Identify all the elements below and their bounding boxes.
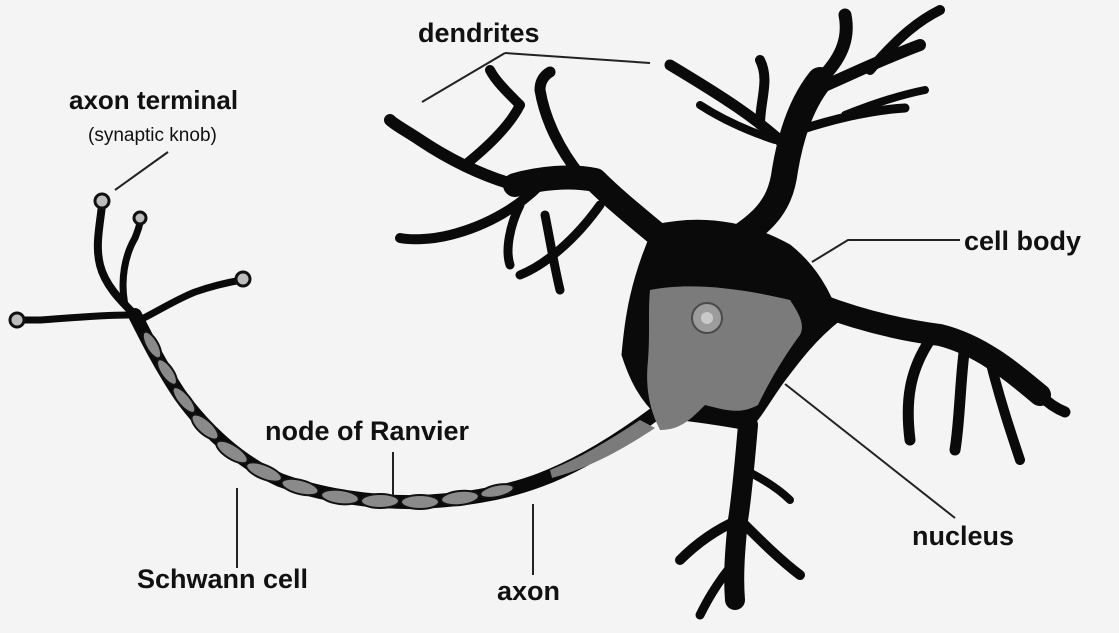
dendrite-branch	[490, 70, 520, 105]
dendrite-trunk-bottom	[734, 425, 748, 600]
dendrite-branch	[540, 72, 580, 175]
cytoplasm-axon-hillock	[550, 420, 655, 478]
cytoplasm	[647, 286, 802, 430]
dendrite-branch	[955, 345, 965, 450]
leader-line-dendrites	[505, 53, 650, 63]
dendrite-branch	[520, 205, 600, 275]
label-node-of-ranvier: node of Ranvier	[265, 416, 470, 446]
axon-shape	[135, 315, 660, 502]
label-schwann-cell: Schwann cell	[137, 564, 308, 594]
synaptic-knob	[95, 194, 109, 208]
label-nucleus: nucleus	[912, 521, 1014, 551]
leader-line-axon-terminal	[115, 152, 168, 190]
label-axon-terminal: axon terminal	[69, 85, 238, 115]
dendrite-branch	[740, 520, 800, 575]
label-cell-body: cell body	[964, 226, 1081, 256]
axon-terminal-branch	[140, 280, 242, 320]
label-dendrites: dendrites	[418, 18, 540, 48]
schwann-cell-segment	[320, 488, 359, 507]
dendrite-branch	[465, 105, 520, 165]
synaptic-knob	[236, 272, 250, 286]
label-axon: axon	[497, 576, 560, 606]
schwann-cell-segment	[401, 495, 439, 509]
dendrite-branch	[820, 15, 846, 80]
synaptic-knob	[10, 313, 24, 327]
nucleolus	[701, 312, 713, 324]
label-synaptic-knob: (synaptic knob)	[88, 125, 217, 146]
schwann-cell-segment	[361, 494, 399, 508]
leader-line-cell-body	[812, 240, 960, 262]
schwann-cell-segment	[280, 476, 320, 499]
schwann-cell-segment	[244, 458, 284, 485]
dendrite-branch	[908, 340, 930, 440]
dendrite-branch	[1040, 395, 1065, 412]
axon-terminal-branch	[123, 220, 140, 305]
leader-line-nucleus	[785, 384, 955, 518]
synaptic-knob	[134, 212, 146, 224]
dendrite-branch	[870, 10, 940, 70]
schwann-cell-segment	[479, 482, 515, 501]
dendrite-branch	[760, 60, 764, 125]
schwann-cell-segment	[440, 489, 479, 507]
axon-terminal-branch	[18, 315, 130, 320]
